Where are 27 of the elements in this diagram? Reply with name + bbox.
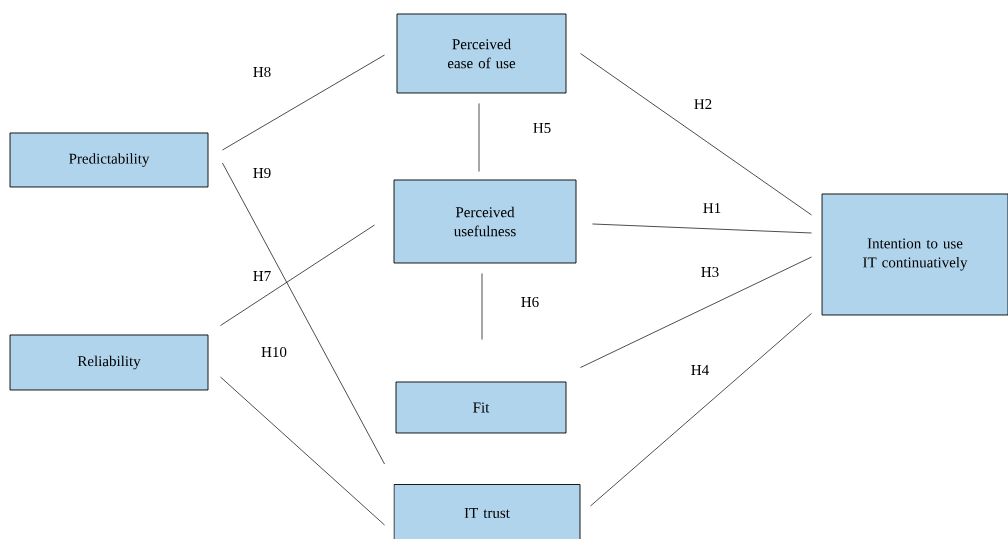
- connector-line: [481, 273, 483, 340]
- edge-label: H5: [530, 121, 554, 135]
- edge-label: H4: [688, 363, 712, 377]
- edge-label: H8: [250, 64, 274, 80]
- edge-label: H3: [698, 264, 722, 280]
- concept-box: Predictability: [9, 132, 209, 188]
- concept-box: Intention to use IT continuatively: [821, 193, 1008, 316]
- edge-label: H2: [691, 97, 715, 111]
- edge-label: H10: [259, 344, 289, 360]
- connector-line: [220, 224, 375, 326]
- connector-line: [580, 256, 812, 368]
- connector-line: [590, 313, 812, 507]
- connector-line: [220, 376, 385, 526]
- concept-box: Perceived ease of use: [396, 13, 567, 94]
- concept-box: Reliability: [9, 334, 209, 391]
- edge-label: H7: [250, 269, 274, 283]
- edge-label: H1: [700, 201, 724, 215]
- concept-box: IT trust: [393, 484, 581, 539]
- edge-label: H9: [250, 165, 274, 181]
- connector-line: [478, 103, 480, 172]
- connector-line: [222, 162, 385, 465]
- edge-label: H6: [518, 294, 542, 310]
- connector-line: [592, 223, 812, 234]
- concept-box: Fit: [395, 381, 567, 434]
- connector-line: [222, 54, 385, 151]
- connector-line: [580, 53, 812, 216]
- concept-box: Perceived usefulness: [393, 179, 577, 264]
